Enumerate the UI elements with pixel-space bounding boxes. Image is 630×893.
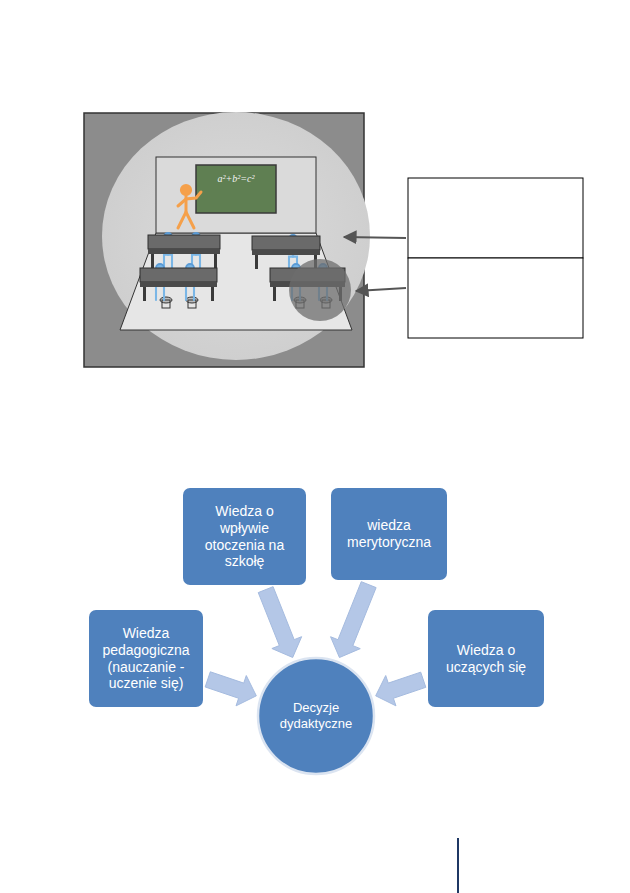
block-arrow	[331, 582, 377, 658]
desk-leg	[214, 254, 217, 268]
node-text: Wiedza o wpływie otoczenia na szkołę	[190, 503, 299, 570]
page-bar	[457, 838, 459, 893]
desk-leg	[273, 287, 276, 301]
desk-leg	[143, 287, 146, 301]
block-arrow	[205, 672, 256, 706]
desk	[252, 236, 320, 250]
desk	[148, 235, 220, 249]
desk-leg	[151, 254, 154, 268]
leader-line	[344, 237, 406, 238]
blackboard	[196, 165, 276, 213]
node-text: wiedza merytoryczna	[338, 517, 440, 551]
light-circle	[102, 112, 370, 360]
back-wall	[156, 157, 316, 233]
formula-label: a²+b²=c²	[218, 173, 255, 184]
group-highlight	[289, 259, 351, 321]
knowledge-box: Wiedza pedagogiczna (nauczanie - uczenie…	[89, 610, 203, 707]
knowledge-box: Wiedza o uczących się	[428, 610, 544, 707]
node-text: Wiedza pedagogiczna (nauczanie - uczenie…	[96, 625, 196, 692]
decision-circle: Decyzje dydaktyczne	[256, 656, 376, 776]
block-arrow	[258, 587, 301, 658]
desk-leg	[255, 255, 258, 269]
desk-edge	[252, 250, 320, 255]
stool-leg	[162, 300, 170, 308]
desk-edge	[148, 249, 220, 254]
desk-edge	[140, 282, 217, 287]
desk	[140, 268, 217, 282]
leader-line	[356, 288, 406, 291]
block-arrow	[376, 672, 426, 706]
knowledge-box: wiedza merytoryczna	[331, 488, 447, 580]
teacher-figure	[178, 185, 201, 228]
node-text: Decyzje dydaktyczne	[270, 700, 362, 731]
floor	[120, 233, 352, 330]
node-text: Wiedza o uczących się	[435, 642, 537, 676]
stool-leg	[188, 300, 196, 308]
callout-box	[408, 178, 583, 258]
callout-box	[408, 258, 583, 338]
knowledge-box: Wiedza o wpływie otoczenia na szkołę	[183, 488, 306, 585]
desk-leg	[211, 287, 214, 301]
